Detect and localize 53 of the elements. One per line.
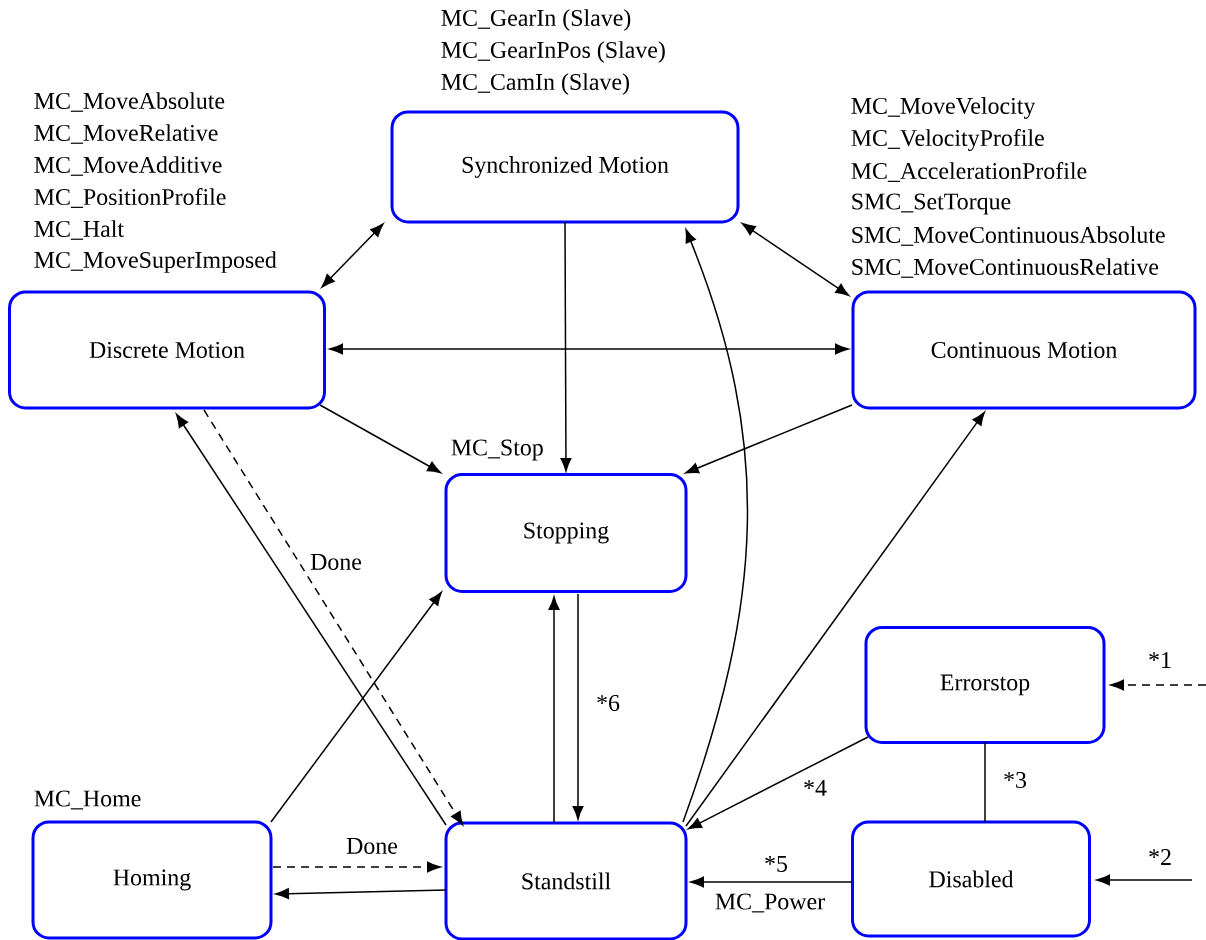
state-box: Synchronized Motion xyxy=(390,110,740,224)
arrow xyxy=(685,411,985,827)
arrow xyxy=(682,229,749,823)
edge-label: *3 xyxy=(1002,770,1028,789)
arrow xyxy=(548,596,560,824)
edge-label: *2 xyxy=(1147,848,1173,866)
function-name: MC_AccelerationProfile xyxy=(851,162,1087,182)
function-name: MC_MoveAbsolute xyxy=(34,92,225,112)
arrow xyxy=(688,736,869,830)
arrow xyxy=(1096,874,1193,886)
arrow xyxy=(572,593,584,820)
state-box: Discrete Motion xyxy=(8,290,326,410)
edge-label: *5 xyxy=(763,855,789,873)
arrow xyxy=(270,591,442,823)
arrow xyxy=(741,222,850,296)
arrow xyxy=(685,404,853,474)
arrow xyxy=(321,223,384,288)
arrow xyxy=(203,409,464,826)
arrow xyxy=(560,221,572,472)
function-name: MC_Home xyxy=(34,790,141,810)
state-box: Standstill xyxy=(444,821,688,940)
state-box: Errorstop xyxy=(864,626,1106,744)
arrow xyxy=(1110,679,1206,691)
edge-label: Done xyxy=(345,837,399,855)
state-box: Continuous Motion xyxy=(851,290,1197,410)
edge-label: *6 xyxy=(595,693,621,712)
function-name: MC_MoveRelative xyxy=(34,124,218,144)
arrow xyxy=(690,876,853,888)
arrow xyxy=(319,404,442,474)
arrow xyxy=(329,343,849,355)
state-box: Homing xyxy=(31,820,273,940)
function-name: MC_Power xyxy=(715,893,825,913)
function-name: MC_PositionProfile xyxy=(34,188,226,208)
function-name: SMC_SetTorque xyxy=(852,193,1011,215)
function-name: MC_Halt xyxy=(34,220,124,240)
arrow xyxy=(175,413,447,826)
state-box: Disabled xyxy=(851,820,1091,938)
edge-label: *4 xyxy=(802,779,828,797)
function-name: MC_VelocityProfile xyxy=(851,129,1044,151)
function-name: MC_GearInPos (Slave) xyxy=(441,41,665,63)
function-name: MC_GearIn (Slave) xyxy=(441,9,631,31)
function-name: MC_MoveSuperImposed xyxy=(34,251,277,273)
function-name: MC_Stop xyxy=(451,439,543,461)
state-box: Stopping xyxy=(444,473,688,593)
function-name: SMC_MoveContinuousRelative xyxy=(852,258,1159,278)
arrow xyxy=(275,888,447,900)
function-name: MC_MoveAdditive xyxy=(34,156,222,176)
function-name: SMC_MoveContinuousAbsolute xyxy=(852,226,1165,246)
function-name: MC_MoveVelocity xyxy=(851,97,1036,119)
arrow xyxy=(272,861,441,873)
function-name: MC_CamIn (Slave) xyxy=(441,73,629,95)
edge-label: Done xyxy=(309,553,363,571)
edge-label: *1 xyxy=(1147,651,1173,669)
